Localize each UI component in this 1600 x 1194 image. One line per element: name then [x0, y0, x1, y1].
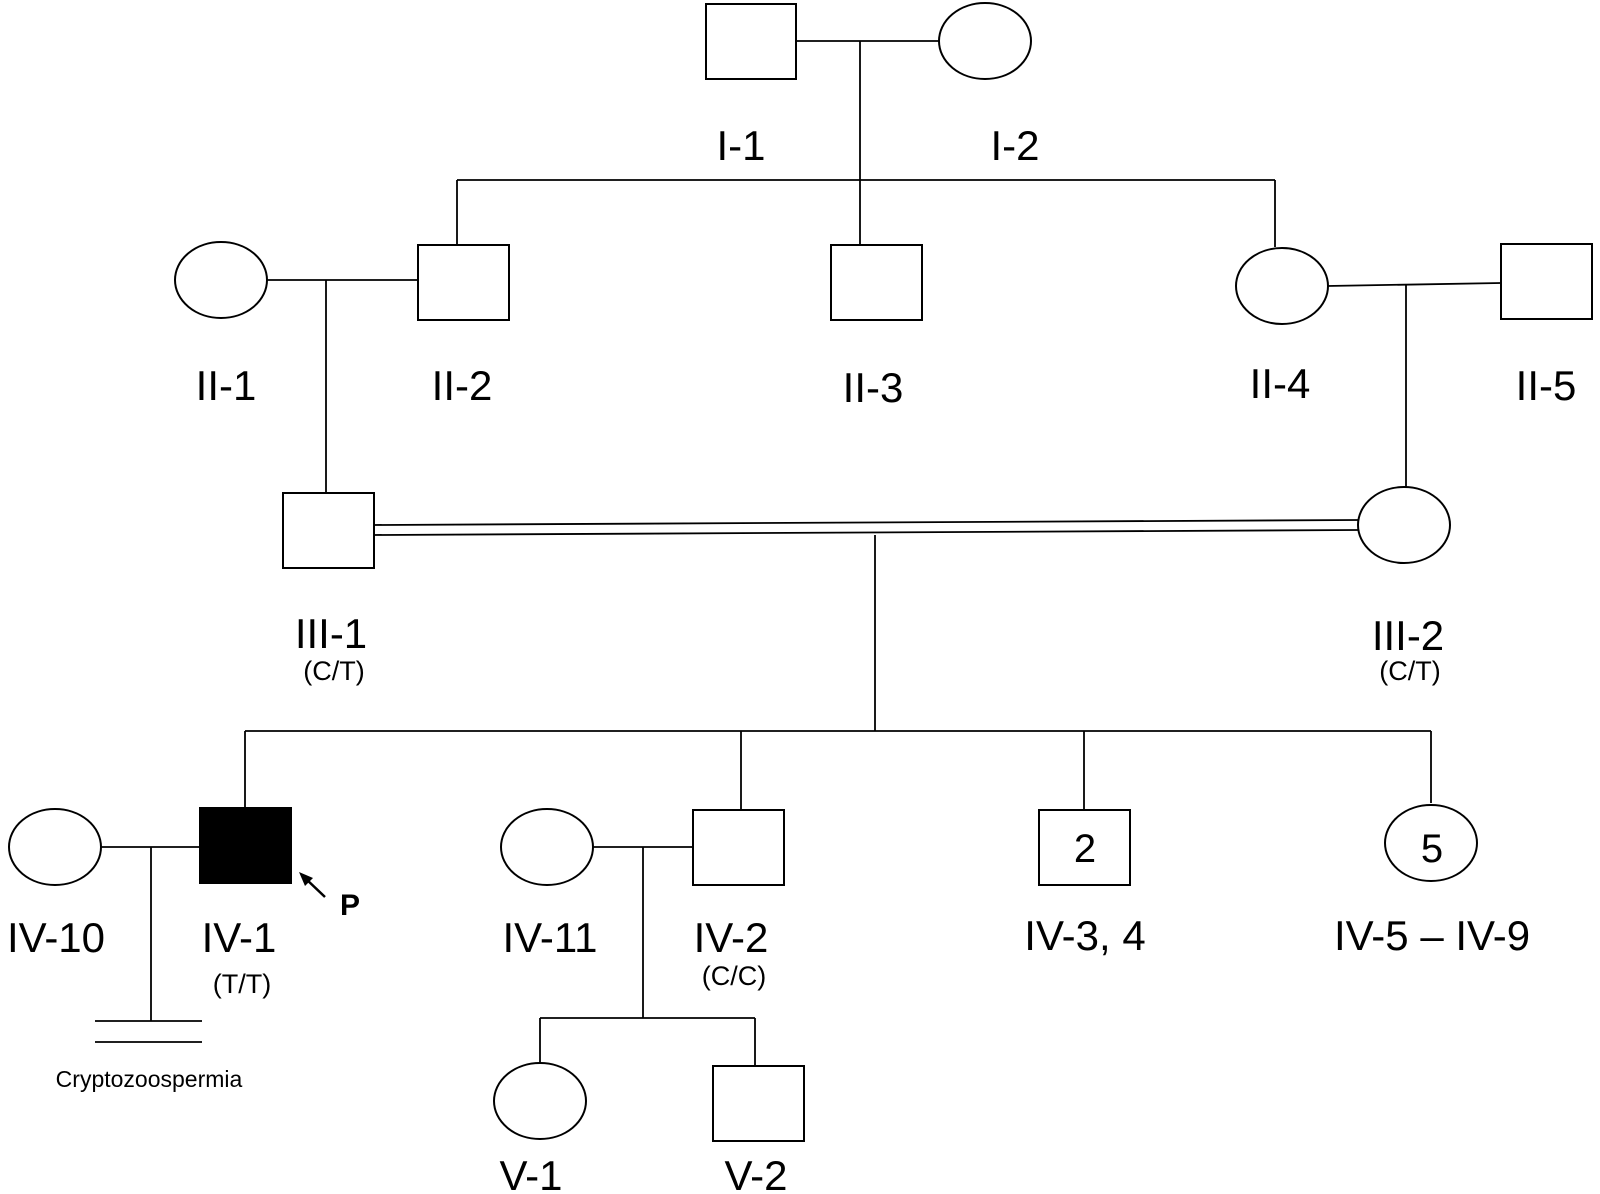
female-symbol-V-1	[493, 1062, 587, 1140]
male-symbol-I-1	[705, 3, 797, 80]
male-symbol-IV-3-4	[1038, 809, 1131, 886]
male-symbol-II-2	[417, 244, 510, 321]
consanguineous-line-lower	[373, 529, 1359, 536]
proband-arrow-icon	[299, 872, 326, 898]
label-II-3: II-3	[843, 364, 904, 411]
genotype-III-1: (C/T)	[303, 656, 364, 686]
label-V-2: V-2	[724, 1152, 787, 1194]
label-V-1: V-1	[499, 1152, 562, 1194]
consanguineous-line-upper	[373, 519, 1359, 526]
label-IV-2: IV-2	[694, 914, 769, 961]
female-symbol-III-2	[1357, 486, 1451, 564]
genotype-III-2: (C/T)	[1379, 656, 1440, 686]
male-symbol-II-3	[830, 244, 923, 321]
count-IV-3-4: 2	[1074, 827, 1096, 871]
label-IV-1: IV-1	[202, 914, 277, 961]
label-I-2: I-2	[990, 122, 1039, 169]
male-symbol-IV-1-affected	[199, 807, 292, 884]
count-IV-5-9: 5	[1421, 827, 1443, 871]
male-symbol-II-5	[1500, 243, 1593, 320]
female-symbol-I-2	[938, 2, 1032, 80]
female-symbol-II-4	[1235, 247, 1329, 325]
female-symbol-II-1	[174, 241, 268, 319]
genotype-IV-2: (C/C)	[702, 961, 766, 991]
label-I-1: I-1	[716, 122, 765, 169]
label-II-1: II-1	[196, 362, 257, 409]
proband-marker: P	[340, 889, 360, 922]
pedigree-lines	[95, 40, 1502, 1066]
label-II-2: II-2	[432, 362, 493, 409]
genotype-IV-1: (T/T)	[213, 969, 271, 999]
male-symbol-III-1	[282, 492, 375, 569]
mating-line-II-4-II-5	[1326, 282, 1502, 287]
male-symbol-IV-2	[692, 809, 785, 886]
female-symbol-IV-10	[8, 808, 102, 886]
male-symbol-V-2	[712, 1065, 805, 1142]
infertility-note: Cryptozoospermia	[56, 1066, 243, 1092]
pedigree-symbols	[8, 2, 1593, 1142]
female-symbol-IV-5-9	[1384, 804, 1478, 882]
label-II-5: II-5	[1516, 362, 1577, 409]
female-symbol-IV-11	[500, 808, 594, 886]
label-IV-11: IV-11	[503, 914, 598, 961]
pedigree-labels: I-1 I-2 II-1 II-2 II-3 II-4 II-5 III-1 (…	[7, 122, 1576, 1194]
label-III-2: III-2	[1372, 612, 1444, 659]
label-IV-5-9: IV-5 – IV-9	[1334, 912, 1530, 959]
label-IV-10: IV-10	[7, 914, 105, 961]
label-III-1: III-1	[295, 610, 367, 657]
label-IV-3-4: IV-3, 4	[1024, 912, 1145, 959]
label-II-4: II-4	[1250, 360, 1311, 407]
